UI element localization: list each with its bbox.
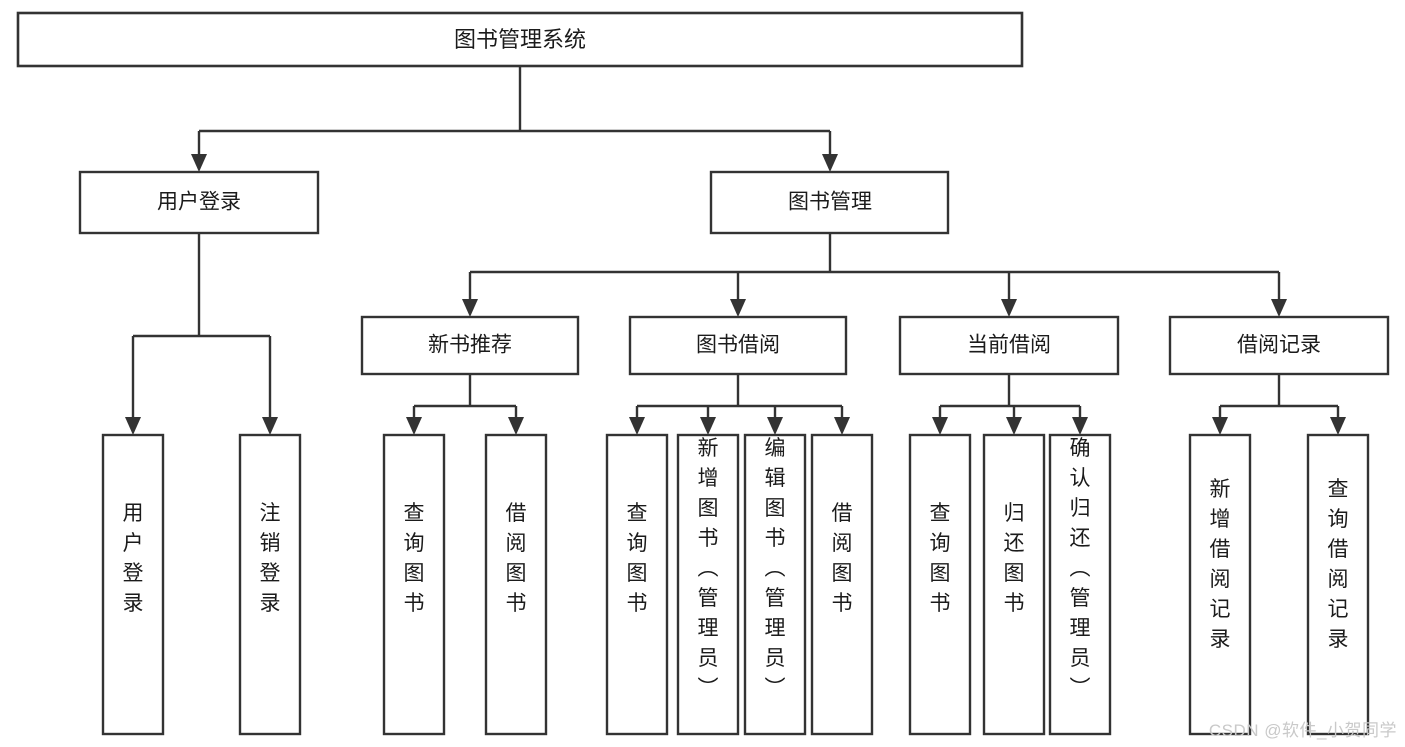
node-current-borrow[interactable]: 当前借阅 — [898, 315, 1120, 376]
node-leaf-rec-add-record-box[interactable] — [1188, 433, 1252, 736]
node-leaf-borrow-query-book-label: 查询图书 — [627, 502, 648, 615]
node-book-manage-box[interactable] — [709, 170, 950, 235]
node-leaf-rec-add-record[interactable]: 新增借阅记录 — [1188, 433, 1252, 736]
node-leaf-borrow-add-book[interactable]: 新增图书︵管理员︶ — [676, 433, 740, 736]
node-leaf-rec-query-book[interactable]: 查询图书 — [382, 433, 446, 736]
node-leaf-user-login[interactable]: 用户登录 — [101, 433, 165, 736]
node-user-login-box[interactable] — [78, 170, 320, 235]
csdn-watermark: CSDN @软件_小贺同学 — [1208, 721, 1397, 740]
node-leaf-rec-query-book-box[interactable] — [382, 433, 446, 736]
node-borrow-record[interactable]: 借阅记录 — [1168, 315, 1390, 376]
arrow-head-leaf-user-login — [125, 417, 141, 435]
node-leaf-borrow-edit-book-label: 编辑图书︵管理员︶ — [765, 437, 786, 700]
node-book-borrow[interactable]: 图书借阅 — [628, 315, 848, 376]
node-leaf-cur-return-book-box[interactable] — [982, 433, 1046, 736]
node-leaf-borrow-query-book-box[interactable] — [605, 433, 669, 736]
node-current-borrow-box[interactable] — [898, 315, 1120, 376]
node-leaf-user-logout-box[interactable] — [238, 433, 302, 736]
connector-group-borrow-record — [1212, 374, 1346, 435]
arrow-head-current-borrow — [1001, 299, 1017, 317]
connector-group-root — [191, 66, 838, 172]
arrow-head-nbr-leaf-2 — [508, 417, 524, 435]
arrow-head-new-book-recommend — [462, 299, 478, 317]
node-new-book-recommend[interactable]: 新书推荐 — [360, 315, 580, 376]
node-leaf-rec-query-record[interactable]: 查询借阅记录 — [1306, 433, 1370, 736]
node-leaf-user-login-label: 用户登录 — [123, 502, 144, 615]
node-leaf-cur-confirm-return-label: 确认归还︵管理员︶ — [1070, 437, 1091, 700]
arrow-head-nbr-leaf-1 — [406, 417, 422, 435]
node-leaf-rec-borrow-book-label: 借阅图书 — [506, 502, 527, 615]
arrow-head-user-login — [191, 154, 207, 172]
arrow-head-book-manage — [822, 154, 838, 172]
arrow-head-br-leaf-1 — [1212, 417, 1228, 435]
node-new-book-recommend-label: 新书推荐 — [428, 334, 512, 357]
node-user-login-label: 用户登录 — [157, 191, 241, 214]
arrow-head-bb-leaf-3 — [767, 417, 783, 435]
node-new-book-recommend-box[interactable] — [360, 315, 580, 376]
node-leaf-cur-confirm-return-box[interactable] — [1048, 433, 1112, 736]
node-leaf-cur-confirm-return[interactable]: 确认归还︵管理员︶ — [1048, 433, 1112, 736]
node-leaf-user-logout-label: 注销登录 — [260, 502, 281, 615]
node-leaf-rec-borrow-book[interactable]: 借阅图书 — [484, 433, 548, 736]
arrow-head-borrow-record — [1271, 299, 1287, 317]
node-user-login[interactable]: 用户登录 — [78, 170, 320, 235]
arrow-head-bb-leaf-2 — [700, 417, 716, 435]
connector-group-current-borrow — [932, 374, 1088, 435]
node-leaf-cur-return-book-label: 归还图书 — [1004, 502, 1025, 615]
node-leaf-borrow-borrow-book[interactable]: 借阅图书 — [810, 433, 874, 736]
node-leaf-borrow-edit-book-box[interactable] — [743, 433, 807, 736]
node-leaf-cur-query-book[interactable]: 查询图书 — [908, 433, 972, 736]
node-leaf-user-logout[interactable]: 注销登录 — [238, 433, 302, 736]
node-leaf-borrow-borrow-book-label: 借阅图书 — [832, 502, 853, 615]
connector-group-book-manage — [462, 233, 1287, 317]
arrow-head-cb-leaf-2 — [1006, 417, 1022, 435]
node-book-manage[interactable]: 图书管理 — [709, 170, 950, 235]
node-leaf-borrow-add-book-label: 新增图书︵管理员︶ — [698, 437, 719, 700]
arrow-head-book-borrow — [730, 299, 746, 317]
node-borrow-record-label: 借阅记录 — [1237, 334, 1321, 357]
arrow-head-leaf-user-logout — [262, 417, 278, 435]
node-leaf-borrow-edit-book[interactable]: 编辑图书︵管理员︶ — [743, 433, 807, 736]
node-leaf-borrow-add-book-box[interactable] — [676, 433, 740, 736]
node-leaf-borrow-borrow-book-box[interactable] — [810, 433, 874, 736]
node-current-borrow-label: 当前借阅 — [967, 334, 1051, 357]
arrow-head-bb-leaf-4 — [834, 417, 850, 435]
node-leaf-rec-add-record-label: 新增借阅记录 — [1210, 478, 1231, 651]
node-leaf-rec-query-book-label: 查询图书 — [404, 502, 425, 615]
node-leaf-cur-query-book-box[interactable] — [908, 433, 972, 736]
connector-group-new-book-recommend — [406, 374, 524, 435]
node-book-borrow-label: 图书借阅 — [696, 334, 780, 357]
node-root-box[interactable] — [16, 11, 1024, 68]
node-leaf-user-login-box[interactable] — [101, 433, 165, 736]
node-leaf-rec-query-record-box[interactable] — [1306, 433, 1370, 736]
node-leaf-cur-query-book-label: 查询图书 — [930, 502, 951, 615]
node-book-manage-label: 图书管理 — [788, 191, 872, 214]
connector-group-user-login — [125, 233, 278, 435]
node-leaf-borrow-query-book[interactable]: 查询图书 — [605, 433, 669, 736]
node-root-label: 图书管理系统 — [454, 27, 586, 52]
arrow-head-br-leaf-2 — [1330, 417, 1346, 435]
node-leaf-cur-return-book[interactable]: 归还图书 — [982, 433, 1046, 736]
connector-group-book-borrow — [629, 374, 850, 435]
arrow-head-cb-leaf-1 — [932, 417, 948, 435]
node-leaf-rec-query-record-label: 查询借阅记录 — [1328, 478, 1349, 651]
arrow-head-bb-leaf-1 — [629, 417, 645, 435]
node-leaf-rec-borrow-book-box[interactable] — [484, 433, 548, 736]
node-root[interactable]: 图书管理系统 — [16, 11, 1024, 68]
node-book-borrow-box[interactable] — [628, 315, 848, 376]
node-borrow-record-box[interactable] — [1168, 315, 1390, 376]
arrow-head-cb-leaf-3 — [1072, 417, 1088, 435]
